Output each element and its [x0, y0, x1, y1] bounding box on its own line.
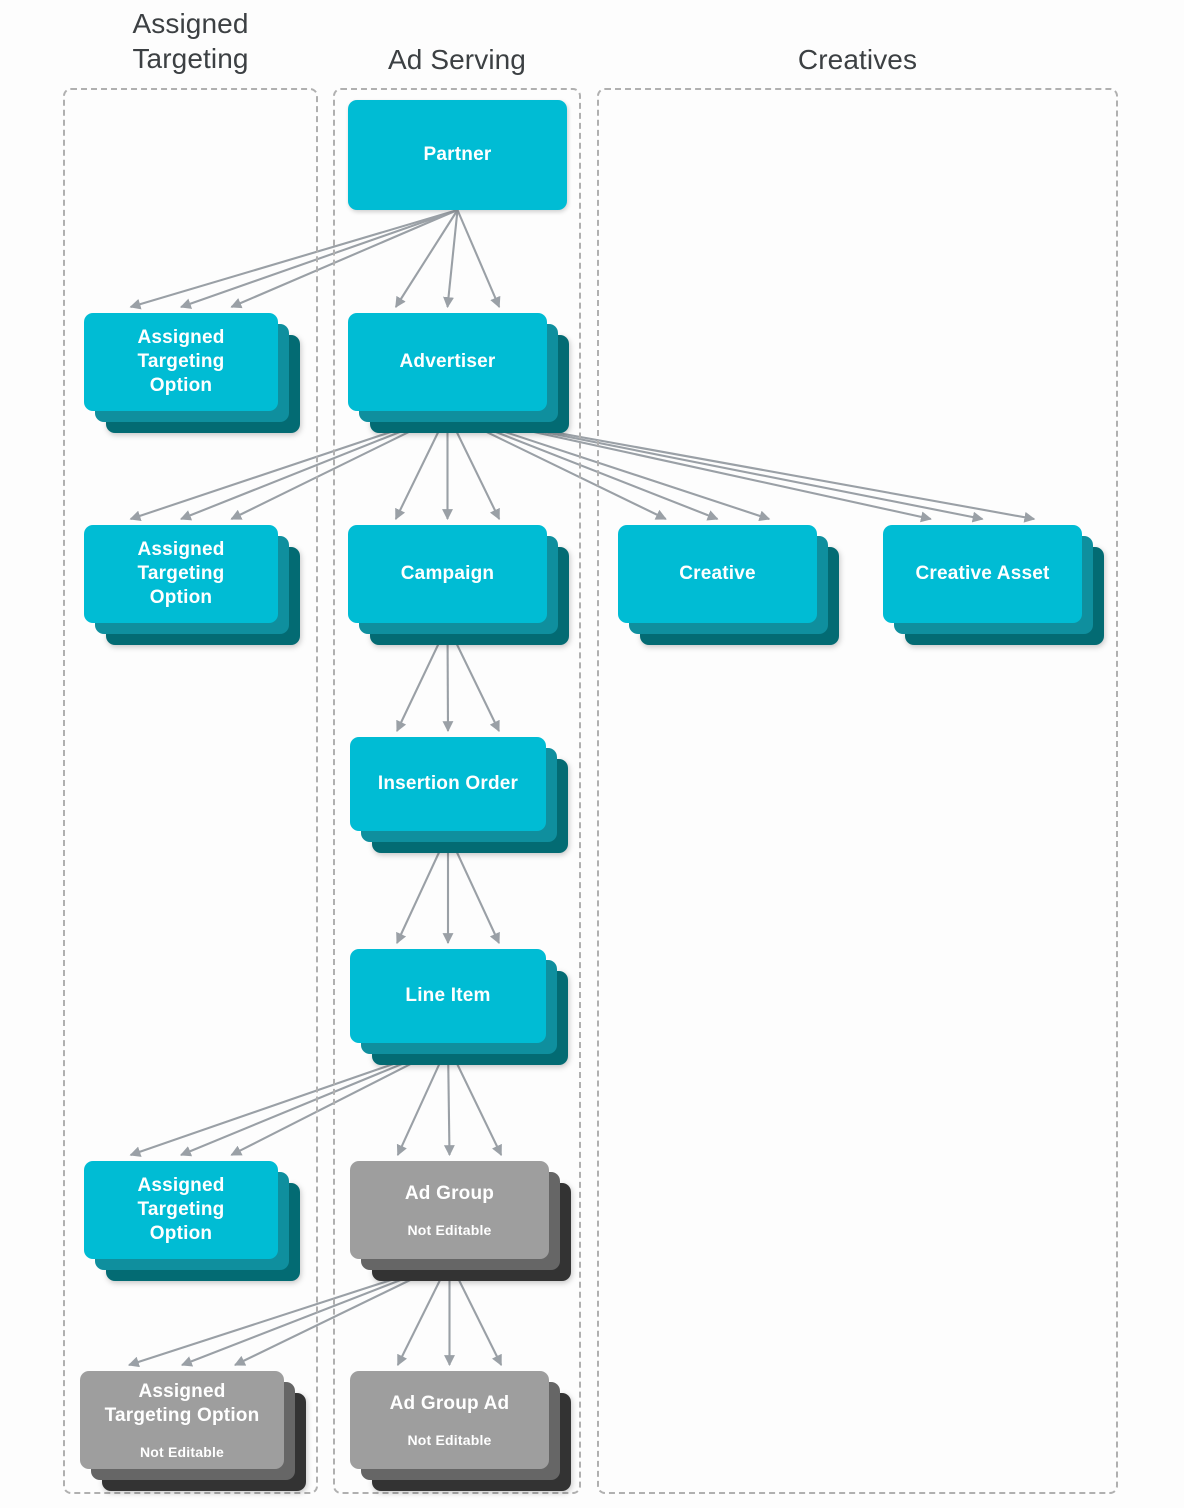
node-label: Assigned Targeting Option [104, 1380, 260, 1426]
node-card-insertion-order[interactable]: Insertion Order [350, 737, 546, 831]
node-label: Partner [423, 143, 492, 165]
node-label: Assigned Targeting Option [137, 326, 225, 397]
node-label: Advertiser [399, 350, 496, 372]
node-status-badge: Not Editable [407, 1222, 492, 1239]
node-campaign[interactable]: Campaign [348, 525, 571, 647]
node-card-creative-asset[interactable]: Creative Asset [883, 525, 1082, 623]
node-card-assigned-targeting-option-partner[interactable]: Assigned Targeting Option [84, 313, 278, 411]
node-partner[interactable]: Partner [348, 100, 591, 234]
column-header-ad-serving: Ad Serving [388, 44, 526, 75]
node-card-partner[interactable]: Partner [348, 100, 567, 210]
node-card-line-item[interactable]: Line Item [350, 949, 546, 1043]
node-label: Ad Group Ad [389, 1392, 510, 1414]
column-group-assigned-targeting [63, 88, 318, 1494]
node-label: Assigned Targeting Option [137, 1174, 225, 1245]
node-assigned-targeting-option-partner[interactable]: Assigned Targeting Option [84, 313, 302, 435]
node-creative[interactable]: Creative [618, 525, 841, 647]
node-label: Creative Asset [915, 562, 1050, 584]
node-status-badge: Not Editable [407, 1432, 492, 1449]
node-assigned-targeting-option-advertiser[interactable]: Assigned Targeting Option [84, 525, 302, 647]
node-label: Campaign [400, 562, 495, 584]
node-card-campaign[interactable]: Campaign [348, 525, 547, 623]
node-card-assigned-targeting-option-lineitem[interactable]: Assigned Targeting Option [84, 1161, 278, 1259]
node-status-badge: Not Editable [139, 1444, 225, 1461]
column-group-ad-serving [333, 88, 581, 1494]
node-label: Creative [679, 562, 756, 584]
node-creative-asset[interactable]: Creative Asset [883, 525, 1106, 647]
node-card-creative[interactable]: Creative [618, 525, 817, 623]
node-label: Assigned Targeting Option [137, 538, 225, 609]
node-card-ad-group-ad[interactable]: Ad Group Ad Not Editable [350, 1371, 549, 1469]
node-assigned-targeting-option-lineitem[interactable]: Assigned Targeting Option [84, 1161, 302, 1283]
node-advertiser[interactable]: Advertiser [348, 313, 571, 435]
node-card-assigned-targeting-option-advertiser[interactable]: Assigned Targeting Option [84, 525, 278, 623]
node-line-item[interactable]: Line Item [350, 949, 570, 1067]
node-ad-group-ad[interactable]: Ad Group Ad Not Editable [350, 1371, 573, 1493]
node-label: Line Item [405, 984, 491, 1006]
node-insertion-order[interactable]: Insertion Order [350, 737, 570, 855]
column-header-creatives: Creatives [797, 44, 918, 75]
column-group-creatives [597, 88, 1118, 1494]
node-card-advertiser[interactable]: Advertiser [348, 313, 547, 411]
node-label: Insertion Order [377, 772, 519, 794]
column-header-assigned-targeting: Assigned Targeting [132, 8, 249, 74]
node-label: Ad Group [404, 1182, 495, 1204]
